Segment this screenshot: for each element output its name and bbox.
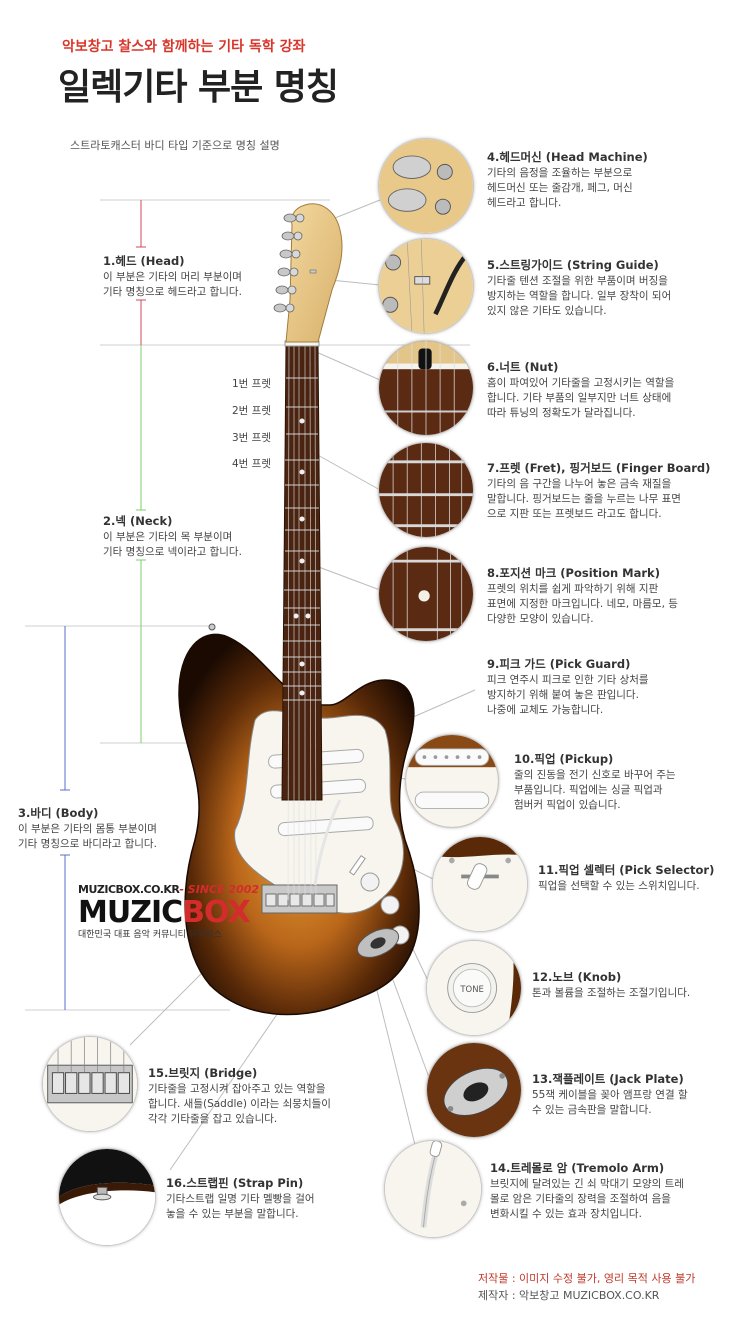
part-jack-plate-title: 13.잭플레이트 (Jack Plate): [532, 1072, 684, 1086]
part-neck-title: 2.넥 (Neck): [103, 514, 173, 528]
part-pick-selector-title: 11.픽업 셀렉터 (Pick Selector): [538, 863, 715, 877]
part-head: 1.헤드 (Head) 이 부분은 기타의 머리 부분이며 기타 명칭으로 헤드…: [103, 254, 242, 300]
part-position-mark-text: 프렛의 위치를 쉽게 파악하기 위해 지판 표면에 지정한 마크입니다. 네모,…: [487, 583, 678, 625]
muzicbox-watermark: MUZICBOX.CO.KR- SINCE 2002 MUZICBOX 대한민국…: [78, 878, 259, 940]
part-tremolo-arm-title: 14.트레몰로 암 (Tremolo Arm): [490, 1161, 665, 1175]
head-machine-photo: [378, 138, 474, 234]
part-bridge-title: 15.브릿지 (Bridge): [148, 1066, 258, 1080]
bridge-photo: [42, 1036, 138, 1132]
guitar-neck: [281, 340, 323, 901]
string-guide-photo: [378, 238, 474, 334]
part-head-title: 1.헤드 (Head): [103, 254, 185, 268]
maker-credit: 제작자 : 악보창고 MUZICBOX.CO.KR: [478, 1289, 660, 1302]
svg-text:TONE: TONE: [459, 984, 483, 994]
part-body-title: 3.바디 (Body): [18, 806, 99, 820]
intro-text: 스트라토캐스터 바디 타입 기준으로 명칭 설명: [70, 139, 280, 152]
part-head-machine-text: 기타의 음정을 조율하는 부분으로 헤드머신 또는 줄감개, 페그, 머신 헤드…: [487, 167, 633, 209]
part-nut-text: 홈이 파여있어 기타줄을 고정시키는 역할을 합니다. 기타 부품의 일부지만 …: [487, 377, 675, 419]
position-mark-photo: [378, 546, 474, 642]
part-nut: 6.너트 (Nut) 홈이 파여있어 기타줄을 고정시키는 역할을 합니다. 기…: [487, 360, 674, 421]
part-string-guide-text: 기타줄 텐션 조절을 위한 부품이며 버징을 방지하는 역할을 합니다. 일부 …: [487, 275, 672, 317]
copyright-notice: 저작물 : 이미지 수정 불가, 영리 목적 사용 불가: [478, 1272, 696, 1285]
part-fret: 7.프렛 (Fret), 핑거보드 (Finger Board) 기타의 음 구…: [487, 461, 710, 522]
page-subtitle: 악보창고 찰스와 함께하는 기타 독학 강좌: [62, 39, 306, 55]
part-body: 3.바디 (Body) 이 부분은 기타의 몸통 부분이며 기타 명칭으로 바디…: [18, 806, 157, 852]
part-strap-pin-title: 16.스트랩핀 (Strap Pin): [166, 1176, 304, 1190]
part-knob-text: 톤과 볼륨을 조절하는 조절기입니다.: [532, 987, 691, 999]
part-strap-pin: 16.스트랩핀 (Strap Pin) 기타스트랩 일명 기타 멜빵을 걸어 놓…: [166, 1176, 315, 1222]
part-tremolo-arm: 14.트레몰로 암 (Tremolo Arm) 브릿지에 달려있는 긴 쇠 막대…: [490, 1161, 684, 1222]
watermark-since: - SINCE 2002: [179, 883, 260, 896]
part-pickup: 10.픽업 (Pickup) 줄의 진동을 전기 신호로 바꾸어 주는 부품입니…: [514, 752, 676, 813]
part-neck-text: 이 부분은 기타의 목 부분이며 기타 명칭으로 넥이라고 합니다.: [103, 531, 242, 558]
part-pick-guard: 9.피크 가드 (Pick Guard) 피크 연주시 피크로 인한 기타 상처…: [487, 657, 649, 718]
fret-label-1: 1번 프렛: [232, 378, 271, 390]
part-bridge-text: 기타줄을 고정시켜 잡아주고 있는 역할을 합니다. 새들(Saddle) 이라…: [148, 1083, 331, 1125]
guitar-headstock: [273, 203, 343, 343]
part-position-mark: 8.포지션 마크 (Position Mark) 프렛의 위치를 쉽게 파악하기…: [487, 566, 678, 627]
pickup-photo: [405, 734, 499, 828]
part-position-mark-title: 8.포지션 마크 (Position Mark): [487, 566, 660, 580]
part-jack-plate-text: 55잭 케이블을 꽂아 앰프랑 연결 할 수 있는 금속판을 말합니다.: [532, 1089, 688, 1116]
part-neck: 2.넥 (Neck) 이 부분은 기타의 목 부분이며 기타 명칭으로 넥이라고…: [103, 514, 242, 560]
nut-photo: [378, 340, 474, 436]
fret-label-2: 2번 프렛: [232, 405, 271, 417]
strap-pin-photo: [58, 1148, 156, 1246]
part-head-text: 이 부분은 기타의 머리 부분이며 기타 명칭으로 헤드라고 합니다.: [103, 271, 242, 298]
knob-photo: TONE: [426, 940, 522, 1036]
part-pickup-text: 줄의 진동을 전기 신호로 바꾸어 주는 부품입니다. 픽업에는 싱글 픽업과 …: [514, 769, 676, 811]
watermark-url: MUZICBOX.CO.KR: [78, 883, 180, 896]
part-tremolo-arm-text: 브릿지에 달려있는 긴 쇠 막대기 모양의 트레 몰로 암은 기타줄의 장력을 …: [490, 1178, 684, 1220]
jack-plate-photo: [426, 1042, 522, 1138]
part-head-machine-title: 4.헤드머신 (Head Machine): [487, 150, 648, 164]
part-bridge: 15.브릿지 (Bridge) 기타줄을 고정시켜 잡아주고 있는 역할을 합니…: [148, 1066, 331, 1127]
page-title: 일렉기타 부분 명칭: [58, 67, 339, 108]
part-pick-selector: 11.픽업 셀렉터 (Pick Selector) 픽업을 선택할 수 있는 스…: [538, 863, 714, 894]
part-fret-title: 7.프렛 (Fret), 핑거보드 (Finger Board): [487, 461, 711, 475]
part-fret-text: 기타의 음 구간을 나누어 놓은 금속 재질을 말합니다. 핑거보드는 줄을 누…: [487, 478, 681, 520]
part-pick-selector-text: 픽업을 선택할 수 있는 스위치입니다.: [538, 880, 700, 892]
part-pick-guard-text: 피크 연주시 피크로 인한 기타 상처를 방지하기 위해 붙여 놓은 판입니다.…: [487, 674, 649, 716]
pickup-selector-photo: [432, 836, 528, 932]
watermark-tagline: 대한민국 대표 음악 커뮤니티 뮤직박스: [78, 930, 222, 940]
muzicbox-logo: MUZICBOX: [78, 895, 251, 930]
fret-label-3: 3번 프렛: [232, 432, 271, 444]
fret-label-4: 4번 프렛: [232, 458, 271, 470]
part-string-guide-title: 5.스트링가이드 (String Guide): [487, 258, 659, 272]
fret-photo: [378, 442, 474, 538]
part-pick-guard-title: 9.피크 가드 (Pick Guard): [487, 657, 631, 671]
part-knob-title: 12.노브 (Knob): [532, 970, 622, 984]
part-strap-pin-text: 기타스트랩 일명 기타 멜빵을 걸어 놓을 수 있는 부분을 말합니다.: [166, 1193, 315, 1220]
part-jack-plate: 13.잭플레이트 (Jack Plate) 55잭 케이블을 꽂아 앰프랑 연결…: [532, 1072, 688, 1118]
part-body-text: 이 부분은 기타의 몸통 부분이며 기타 명칭으로 바디라고 합니다.: [18, 823, 157, 850]
tremolo-arm-photo: [384, 1140, 482, 1238]
part-string-guide: 5.스트링가이드 (String Guide) 기타줄 텐션 조절을 위한 부품…: [487, 258, 671, 319]
part-knob: 12.노브 (Knob) 톤과 볼륨을 조절하는 조절기입니다.: [532, 970, 690, 1001]
part-head-machine: 4.헤드머신 (Head Machine) 기타의 음정을 조율하는 부분으로 …: [487, 150, 648, 211]
part-pickup-title: 10.픽업 (Pickup): [514, 752, 614, 766]
part-nut-title: 6.너트 (Nut): [487, 360, 559, 374]
